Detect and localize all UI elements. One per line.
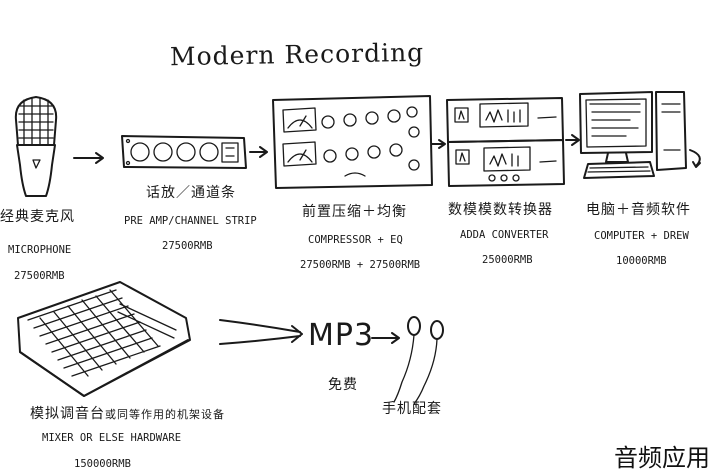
microphone-icon xyxy=(14,96,58,197)
mixer-label-zh: 模拟调音台或同等作用的机架设备 xyxy=(30,403,225,423)
preamp-icon xyxy=(121,135,247,169)
mp3-free-label: 免费 xyxy=(328,377,358,393)
phone-earphones-label: 手机配套 xyxy=(382,401,442,417)
adda-label-zh: 数模模数转换器 xyxy=(448,202,553,218)
earphones-icon xyxy=(393,316,444,405)
adda-label-en: ADDA CONVERTER xyxy=(460,229,549,241)
mixer-console-icon xyxy=(17,281,191,397)
arrow-compressor-to-adda xyxy=(431,139,446,149)
computer-label-zh: 电脑＋音频软件 xyxy=(586,202,691,218)
arrow-mic-to-preamp xyxy=(73,152,104,164)
mixer-price: 150000RMB xyxy=(74,458,131,470)
computer-price: 10000RMB xyxy=(616,255,667,267)
diagram-title: Modern Recording xyxy=(169,37,425,72)
computer-label-en: COMPUTER + DREW xyxy=(594,230,689,242)
arrow-preamp-to-compressor xyxy=(249,146,268,158)
watermark: 音频应用 xyxy=(580,440,718,476)
arrow-mixer-to-mp3 xyxy=(219,319,303,345)
compressor-label-zh: 前置压缩＋均衡 xyxy=(302,204,407,220)
mixer-label-en: MIXER OR ELSE HARDWARE xyxy=(42,432,182,444)
arrow-adda-to-computer xyxy=(565,134,580,146)
microphone-label-en: MICROPHONE xyxy=(8,244,72,256)
microphone-label-zh: 经典麦克风 xyxy=(0,209,75,225)
microphone-price: 27500RMB xyxy=(14,270,65,282)
compressor-label-en: COMPRESSOR + EQ xyxy=(308,234,403,246)
adda-converter-icon xyxy=(446,97,565,187)
preamp-label-en: PRE AMP/CHANNEL STRIP xyxy=(124,215,257,227)
preamp-price: 27500RMB xyxy=(162,240,213,252)
mixer-label-zh-main: 模拟调音台 xyxy=(30,406,105,422)
mp3-label: MP3 xyxy=(308,318,375,353)
compressor-eq-icon xyxy=(272,95,433,189)
computer-icon xyxy=(579,91,701,179)
preamp-label-zh: 话放／通道条 xyxy=(146,185,236,201)
adda-price: 25000RMB xyxy=(482,254,533,266)
compressor-price: 27500RMB + 27500RMB xyxy=(300,259,421,271)
mixer-label-zh-small: 或同等作用的机架设备 xyxy=(105,408,225,421)
arrow-mp3-to-phone xyxy=(371,332,400,344)
